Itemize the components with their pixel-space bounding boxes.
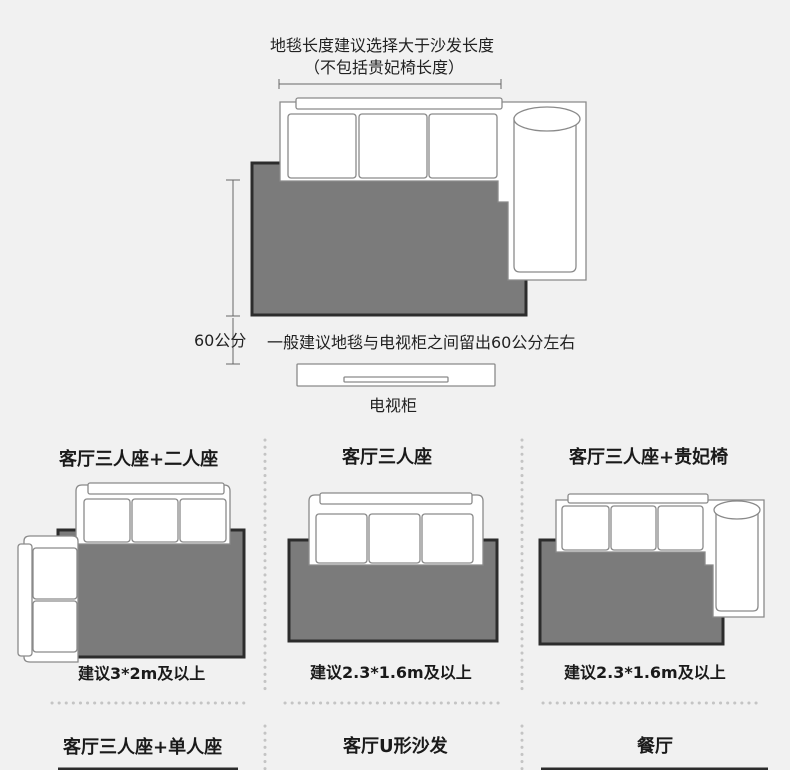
main-layout-diagram [226, 79, 587, 387]
sofa-length-dimension [278, 79, 502, 89]
sofa-length-note: 地毯长度建议选择大于沙发长度 [270, 36, 495, 55]
layout-three-plus-two [17, 482, 246, 663]
tv-cabinet [296, 363, 496, 387]
layout-title-dining-room: 餐厅 [637, 736, 673, 757]
chaise-exclusion-note: （不包括贵妃椅长度） [304, 58, 465, 77]
rug-depth-dimension [226, 179, 240, 317]
layout-title-three-plus-single: 客厅三人座+单人座 [63, 737, 223, 758]
rug [250, 161, 528, 317]
dotted-dividers [50, 438, 762, 770]
layout-title-three-seat: 客厅三人座 [342, 447, 432, 468]
layout-title-u-shaped: 客厅U形沙发 [343, 736, 448, 757]
layout-title-three-plus-two: 客厅三人座+二人座 [59, 449, 219, 470]
layout-title-three-plus-chaise: 客厅三人座+贵妃椅 [569, 447, 729, 468]
suggestion-three-plus-chaise: 建议2.3*1.6m及以上 [564, 663, 726, 682]
layout-three-seat [287, 492, 499, 643]
suggestion-three-plus-two: 建议3*2m及以上 [78, 664, 206, 683]
suggestion-three-seat: 建议2.3*1.6m及以上 [310, 663, 472, 682]
l-shaped-sofa [279, 97, 587, 281]
distance-label: 60公分 [194, 331, 247, 350]
gap-dimension [226, 318, 240, 365]
layout-three-plus-chaise [538, 493, 765, 646]
tv-cabinet-label: 电视柜 [369, 396, 418, 415]
distance-note: 一般建议地毯与电视柜之间留出60公分左右 [267, 333, 576, 352]
